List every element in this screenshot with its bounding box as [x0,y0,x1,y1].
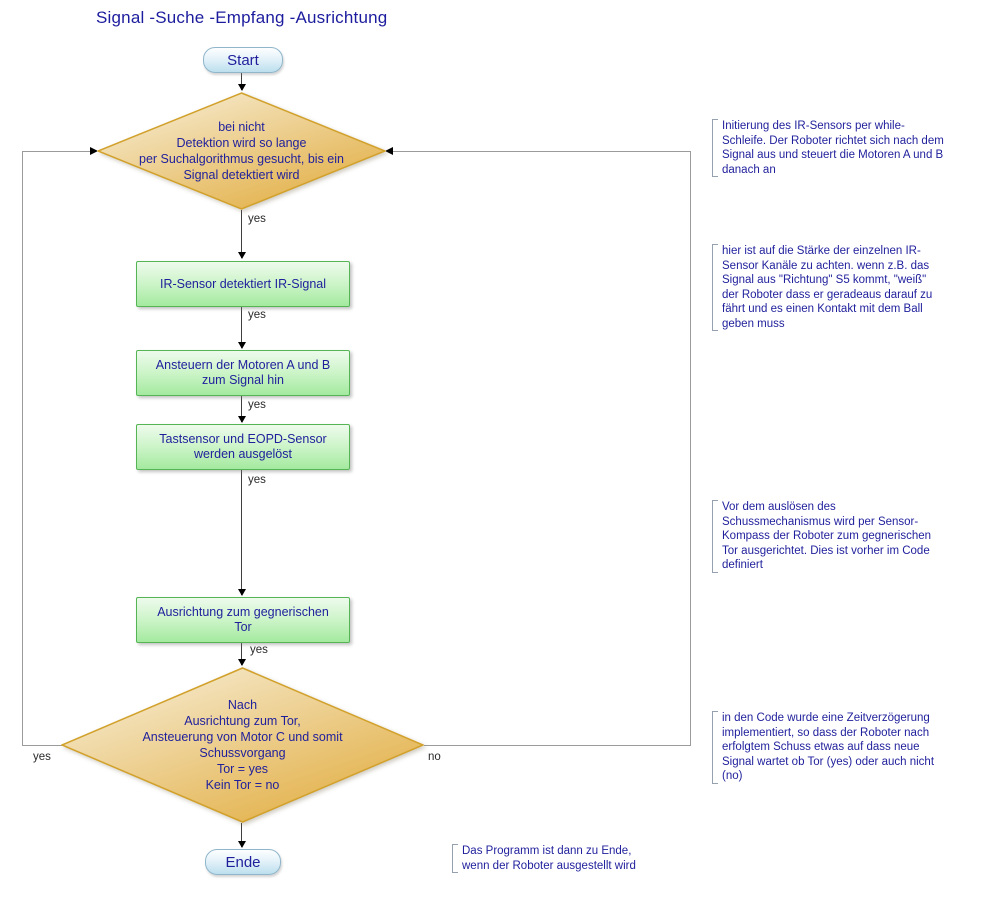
annotation-text: in den Code wurde eine Zeitverzögerung i… [722,712,935,782]
diamond-shape [97,92,386,210]
loop-line-yes [22,151,93,746]
annotation-init: Initierung des IR-Sensors per while- Sch… [712,119,944,177]
flow-node-decision-shot: Nach Ausrichtung zum Tor, Ansteuerung vo… [61,667,424,823]
annotation-text: hier ist auf die Stärke der einzelnen IR… [722,245,933,330]
page-title: Signal -Suche -Empfang -Ausrichtung [96,8,388,27]
bracket-icon [452,844,458,873]
flow-node-motors: Ansteuern der Motoren A und B zum Signal… [136,350,350,396]
arrow-decision2-to-end [237,823,246,848]
decision-shot-text: Nach Ausrichtung zum Tor, Ansteuerung vo… [142,698,343,792]
arrow-p4-to-decision2 [237,641,246,666]
edge-label-yes: yes [248,474,266,486]
annotation-channels: hier ist auf die Stärke der einzelnen IR… [712,244,932,331]
loop-line-yes-bottom [22,745,62,746]
arrow-p3-to-p4 [237,468,246,596]
bracket-icon [712,119,718,177]
loop-line-no [391,151,691,746]
arrow-p2-to-p3 [237,394,246,423]
start-label: Start [227,51,259,69]
diamond-shape [61,667,424,823]
edge-label-yes: yes [248,399,266,411]
arrowhead-left-icon [385,147,393,155]
arrow-decision1-to-p1 [237,210,246,259]
edge-label-loop-no: no [428,751,441,763]
annotation-text: Das Programm ist dann zu Ende, wenn der … [462,845,636,872]
annotation-text: Vor dem auslösen des Schussmechanismus w… [722,501,932,571]
flow-node-detect: IR-Sensor detektiert IR-Signal [136,261,350,307]
edge-label-yes: yes [248,309,266,321]
flow-node-sensors: Tastsensor und EOPD-Sensor werden ausgel… [136,424,350,470]
flow-node-align: Ausrichtung zum gegnerischen Tor [136,597,350,643]
flow-node-decision-search: bei nicht Detektion wird so lange per Su… [97,92,386,210]
decision-search-text: bei nicht Detektion wird so lange per Su… [139,120,344,182]
edge-label-yes: yes [250,644,268,656]
arrowhead-right-icon [90,147,98,155]
arrow-p1-to-p2 [237,305,246,349]
flow-node-end: Ende [205,849,281,875]
flow-node-start: Start [203,47,283,73]
bracket-icon [712,244,718,331]
bracket-icon [712,500,718,573]
edge-label-loop-yes: yes [33,751,51,763]
annotation-compass: Vor dem auslösen des Schussmechanismus w… [712,500,931,573]
annotation-text: Initierung des IR-Sensors per while- Sch… [722,120,944,176]
edge-label-yes: yes [248,213,266,225]
annotation-end: Das Programm ist dann zu Ende, wenn der … [452,844,636,873]
loop-line-no-bottom [424,745,690,746]
end-label: Ende [225,853,261,871]
arrow-start-to-decision1 [237,71,246,91]
annotation-delay: in den Code wurde eine Zeitverzögerung i… [712,711,934,784]
bracket-icon [712,711,718,784]
